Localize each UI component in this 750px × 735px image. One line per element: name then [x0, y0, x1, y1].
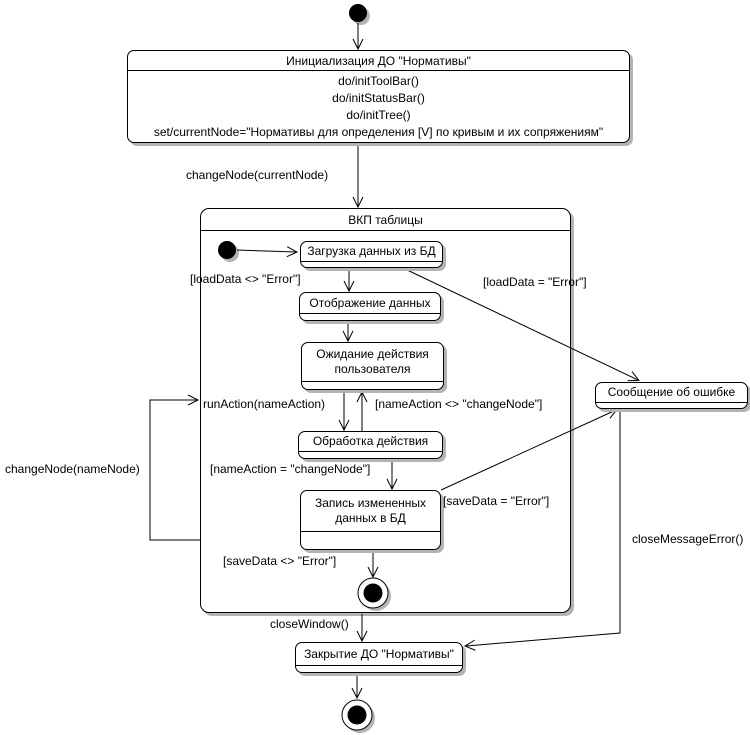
state-title: Инициализация ДО "Нормативы" [128, 51, 629, 71]
state-display-data: Отображение данных [299, 292, 441, 321]
state-load-data: Загрузка данных из БД [300, 241, 443, 268]
state-wait-user: Ожидание действия пользователя [301, 342, 444, 390]
init-action-line: do/initStatusBar() [332, 91, 425, 105]
inner-final-state-dot [363, 583, 383, 603]
state-compartment [596, 402, 747, 408]
init-action-line: do/initTree() [346, 108, 411, 122]
state-label: Загрузка данных из БД [307, 244, 436, 258]
state-compartment [301, 261, 442, 267]
init-action-line: set/currentNode="Нормативы для определен… [153, 125, 604, 139]
inner-initial-state [218, 241, 236, 259]
state-label: Сообщение об ошибке [607, 385, 736, 399]
transition-label-load-ok: [loadData <> "Error"] [190, 272, 301, 286]
state-label: Ожидание действия пользователя [316, 347, 429, 376]
transition-error-to-close [463, 409, 621, 651]
state-error-message: Сообщение об ошибке [595, 382, 748, 409]
state-label: Запись измененных данных в БД [314, 496, 427, 525]
state-actions: do/initToolBar() do/initStatusBar() do/i… [128, 71, 629, 142]
init-action-line: do/initToolBar() [338, 74, 419, 88]
transition-label-save-ok: [saveData <> "Error"] [223, 554, 337, 568]
composite-state-title: ВКП таблицы [201, 209, 570, 231]
transition-label-run-action: runAction(nameAction) [203, 397, 326, 411]
state-label: Закрытие ДО "Нормативы" [304, 646, 454, 661]
transition-label-close-message-error: closeMessageError() [632, 532, 744, 546]
state-label: Отображение данных [309, 295, 431, 310]
transition-label-load-error: [loadData = "Error"] [483, 275, 587, 289]
state-compartment [299, 451, 442, 458]
transition-label-save-error: [saveData = "Error"] [443, 494, 550, 508]
state-close-do: Закрытие ДО "Нормативы" [295, 642, 463, 673]
final-state-dot [347, 705, 367, 725]
transition-label-name-action-neq: [nameAction <> "changeNode"] [375, 397, 543, 411]
state-compartment [301, 531, 440, 549]
transition-label-change-node-name: changeNode(nameNode) [5, 462, 140, 476]
transition-innerstart-to-load [236, 246, 299, 258]
state-label: Обработка действия [312, 434, 429, 448]
state-compartment [300, 313, 440, 320]
transition-label-name-action-eq: [nameAction = "changeNode"] [210, 462, 371, 476]
transition-save-to-error [440, 408, 618, 491]
transition-load-to-error [402, 267, 640, 382]
state-save-data: Запись измененных данных в БД [300, 490, 441, 550]
transition-composite-self-loop [149, 394, 200, 541]
initial-state [349, 4, 367, 22]
state-init-normativy: Инициализация ДО "Нормативы" do/initTool… [127, 50, 630, 143]
transition-label-change-node-current: changeNode(currentNode) [186, 168, 329, 182]
state-compartment [302, 381, 443, 389]
state-process-action: Обработка действия [298, 431, 443, 459]
transition-label-close-window: closeWindow() [270, 617, 349, 631]
state-compartment [296, 665, 462, 672]
